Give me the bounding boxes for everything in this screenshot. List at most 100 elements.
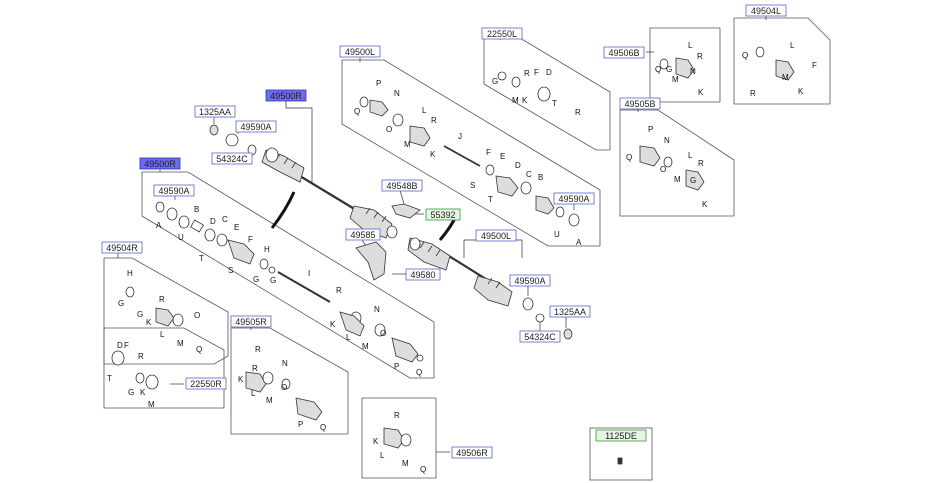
svg-text:49590A: 49590A [514, 276, 545, 286]
svg-text:F: F [812, 61, 817, 70]
svg-text:1125DE: 1125DE [605, 431, 637, 441]
svg-text:M: M [402, 459, 409, 468]
callout-1325aa-mid[interactable]: 1325AA [549, 305, 591, 318]
callout-55392[interactable]: 55392 [425, 208, 461, 221]
svg-text:N: N [394, 89, 400, 98]
svg-text:C: C [526, 170, 532, 179]
callout-49590a-mid[interactable]: 49590A [509, 274, 551, 287]
callout-shaft-lh[interactable]: 49500R [139, 157, 181, 170]
svg-text:P: P [648, 125, 653, 134]
svg-text:T: T [199, 254, 204, 263]
svg-text:N: N [664, 136, 670, 145]
svg-text:F: F [486, 148, 491, 157]
callout-49500l-mid[interactable]: 49500L [475, 229, 517, 242]
svg-text:G: G [492, 77, 498, 86]
svg-text:L: L [346, 333, 351, 342]
svg-text:K: K [798, 87, 804, 96]
svg-text:B: B [194, 205, 199, 214]
svg-text:N: N [690, 67, 696, 76]
callout-49548b[interactable]: 49548B [381, 179, 423, 192]
svg-text:1325AA: 1325AA [554, 307, 586, 317]
callout-49506r[interactable]: 49506R [451, 446, 493, 459]
svg-text:L: L [251, 389, 256, 398]
svg-text:49590A: 49590A [558, 194, 589, 204]
svg-text:T: T [107, 374, 112, 383]
svg-text:49500L: 49500L [345, 47, 375, 57]
panel-49504l [733, 17, 831, 105]
svg-text:22550L: 22550L [487, 29, 517, 39]
left-exploded-parts [155, 201, 424, 363]
callout-49504l[interactable]: 49504L [745, 4, 787, 17]
callout-49504r[interactable]: 49504R [101, 241, 143, 254]
svg-text:U: U [178, 233, 184, 242]
cut-arc-left [270, 191, 296, 229]
svg-text:H: H [264, 245, 270, 254]
svg-text:49506B: 49506B [608, 48, 639, 58]
svg-text:R: R [524, 69, 530, 78]
callout-54324c-top[interactable]: 54324C [211, 152, 253, 165]
svg-text:D: D [515, 161, 521, 170]
svg-text:R: R [336, 286, 342, 295]
svg-text:A: A [156, 221, 162, 230]
callout-49590a-top[interactable]: 49590A [235, 120, 277, 133]
svg-text:O: O [194, 311, 200, 320]
svg-text:55392: 55392 [430, 210, 455, 220]
panel-49506r [361, 397, 437, 479]
svg-text:49585: 49585 [350, 230, 375, 240]
svg-text:T: T [488, 195, 493, 204]
svg-text:K: K [522, 96, 528, 105]
panel-49500l [341, 59, 601, 247]
callout-49506b[interactable]: 49506B [603, 46, 645, 59]
panel-49505b [619, 109, 735, 217]
svg-text:54324C: 54324C [216, 154, 248, 164]
callout-1325aa-top[interactable]: 1325AA [194, 105, 236, 118]
callout-49505b[interactable]: 49505B [619, 97, 661, 110]
svg-text:R: R [159, 295, 165, 304]
callout-54324c-mid[interactable]: 54324C [519, 330, 561, 343]
callout-shaft-lh-text: 49500R [144, 159, 176, 169]
svg-text:Q: Q [420, 465, 426, 474]
svg-text:R: R [252, 364, 258, 373]
callout-22550r[interactable]: 22550R [185, 377, 227, 390]
svg-text:L: L [160, 330, 165, 339]
svg-text:E: E [234, 223, 239, 232]
svg-text:Q: Q [320, 423, 326, 432]
svg-text:I: I [308, 269, 310, 278]
callout-49500l-top[interactable]: 49500L [339, 45, 381, 58]
svg-text:K: K [430, 150, 436, 159]
svg-text:49548B: 49548B [386, 181, 417, 191]
subpanel-parts [111, 46, 795, 465]
svg-text:P: P [298, 420, 303, 429]
callout-1125de[interactable]: 1125DE [595, 429, 647, 442]
svg-text:Q: Q [655, 65, 661, 74]
svg-text:U: U [554, 230, 560, 239]
svg-text:C: C [222, 215, 228, 224]
svg-text:M: M [672, 75, 679, 84]
svg-text:L: L [790, 41, 795, 50]
svg-text:G: G [253, 275, 259, 284]
callout-22550l[interactable]: 22550L [481, 27, 523, 40]
part-letters: ABC DEF GHI UST GKL MNO PQR HGG KLM ROQ … [107, 41, 817, 474]
svg-text:M: M [404, 140, 411, 149]
svg-text:N: N [374, 305, 380, 314]
svg-text:F: F [534, 68, 539, 77]
svg-text:D: D [117, 341, 123, 350]
svg-text:49580: 49580 [410, 270, 435, 280]
callout-49590a-right[interactable]: 49590A [553, 192, 595, 205]
svg-text:S: S [470, 181, 475, 190]
svg-text:M: M [512, 96, 519, 105]
svg-text:L: L [688, 41, 693, 50]
callout-shaft-rh[interactable]: 49500R [265, 89, 307, 102]
callout-49585[interactable]: 49585 [345, 228, 381, 241]
svg-text:B: B [538, 173, 543, 182]
svg-text:G: G [690, 176, 696, 185]
svg-text:G: G [666, 65, 672, 74]
callout-49505r[interactable]: 49505R [230, 315, 272, 328]
svg-text:G: G [118, 299, 124, 308]
svg-text:K: K [702, 200, 708, 209]
svg-text:K: K [140, 388, 146, 397]
svg-text:O: O [386, 125, 392, 134]
callout-49590a-left[interactable]: 49590A [153, 184, 195, 197]
callout-49580[interactable]: 49580 [405, 268, 441, 281]
